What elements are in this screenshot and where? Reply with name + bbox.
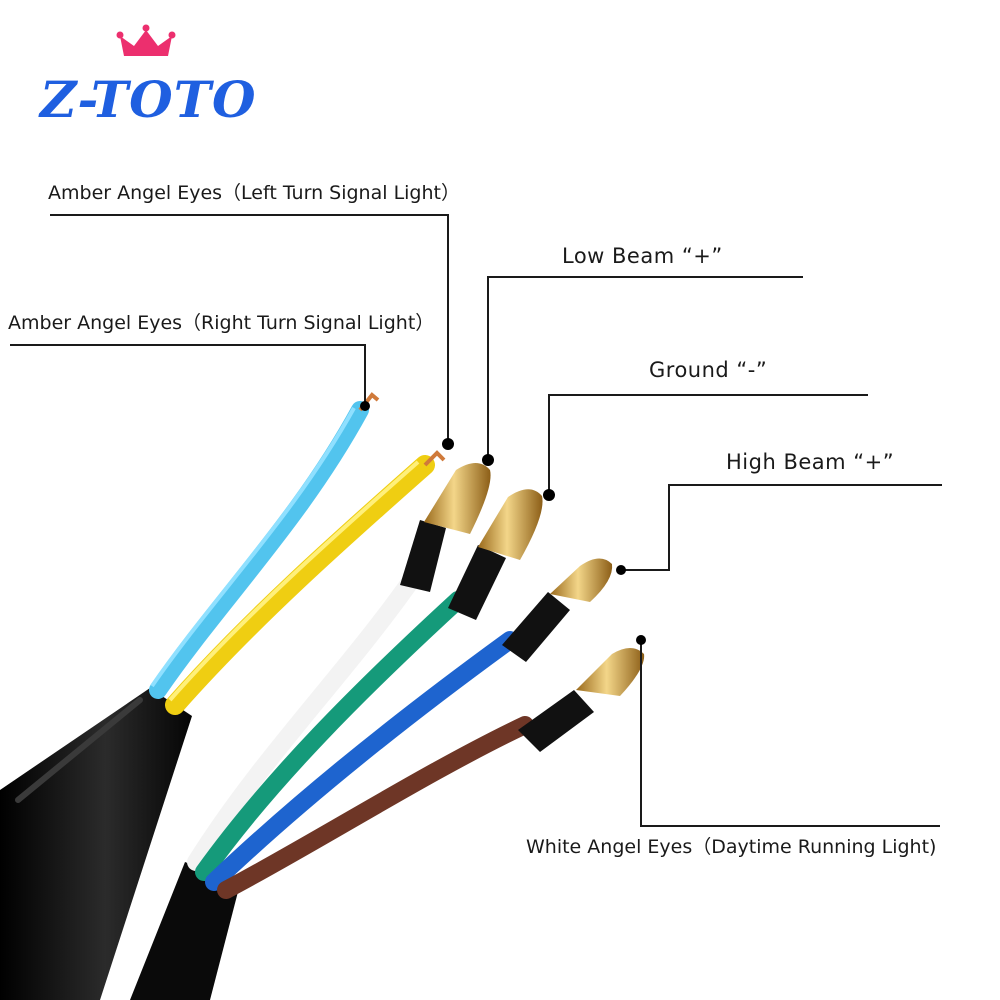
label-low-beam: Low Beam “+” — [562, 244, 723, 268]
brand-logo: Z-TOTO — [40, 70, 257, 129]
wire-blue — [205, 631, 519, 891]
label-daytime-running-light: White Angel Eyes（Daytime Running Light) — [526, 836, 937, 858]
label-ground: Ground “-” — [649, 358, 768, 382]
crown-icon — [116, 24, 176, 56]
wire-white — [187, 576, 417, 871]
label-right-turn-signal: Amber Angel Eyes（Right Turn Signal Light… — [8, 312, 435, 334]
bullet-connector — [424, 463, 645, 696]
cable-jacket — [0, 688, 240, 1000]
label-left-turn-signal: Amber Angel Eyes（Left Turn Signal Light） — [48, 182, 460, 204]
callout-lines — [10, 214, 942, 827]
wire-green — [195, 591, 467, 881]
wire-brown — [217, 716, 534, 899]
callout-dots — [360, 401, 646, 645]
label-high-beam: High Beam “+” — [726, 450, 895, 474]
wire-yellow — [165, 455, 435, 715]
wire-light-blue — [149, 401, 369, 699]
